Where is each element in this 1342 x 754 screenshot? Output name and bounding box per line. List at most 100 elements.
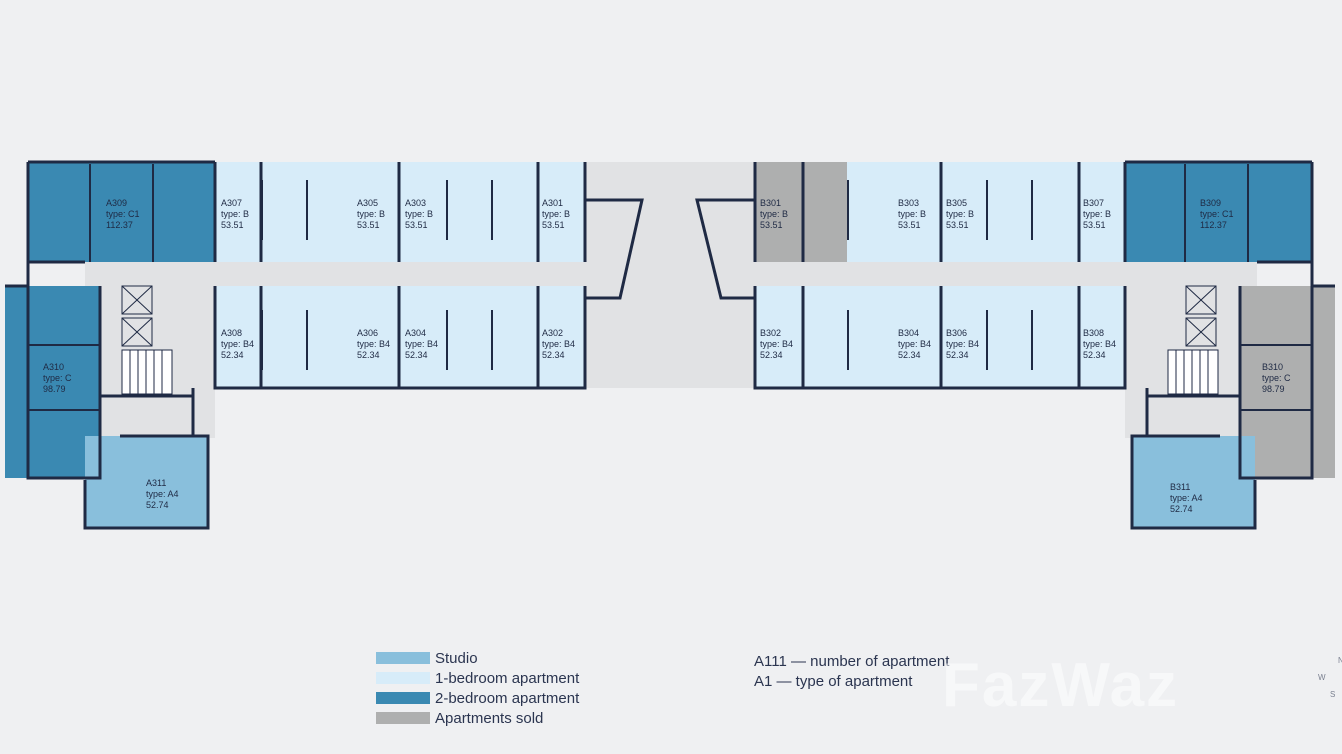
legend-label: 1-bedroom apartment	[435, 669, 580, 687]
apartment-area-label: 53.51	[221, 220, 244, 230]
apartment-id-label: B307	[1083, 198, 1104, 208]
apartment-b306[interactable]	[941, 286, 1079, 388]
apartment-b304[interactable]	[847, 286, 941, 388]
legend-label: Studio	[435, 649, 478, 667]
apartment-type-label: type: B4	[946, 339, 979, 349]
apartment-type-label: type: B	[1083, 209, 1111, 219]
legend-label: 2-bedroom apartment	[435, 689, 580, 707]
apartment-area-label: 52.74	[146, 500, 169, 510]
legend-item-2-bedroom: 2-bedroom apartment	[376, 688, 579, 708]
legend-swatch	[376, 712, 430, 724]
apartment-type-label: type: C1	[106, 209, 140, 219]
apartment-a304[interactable]	[399, 286, 445, 388]
legend-swatch	[376, 652, 430, 664]
apartment-id-label: B303	[898, 198, 919, 208]
apartment-a307[interactable]	[215, 162, 261, 262]
apartment-a305[interactable]	[261, 162, 399, 262]
apartment-id-label: B302	[760, 328, 781, 338]
apartment-type-label: type: B4	[760, 339, 793, 349]
apartment-id-label: B304	[898, 328, 919, 338]
apartment-id-label: A302	[542, 328, 563, 338]
apartment-type-label: type: B4	[898, 339, 931, 349]
apartment-id-label: B306	[946, 328, 967, 338]
apartment-area-label: 53.51	[760, 220, 783, 230]
apartment-b311[interactable]	[1132, 436, 1255, 528]
apartments-layer	[5, 162, 1335, 528]
apartment-area-label: 52.34	[898, 350, 921, 360]
apartment-a302[interactable]	[445, 286, 585, 388]
apartment-type-label: type: B	[405, 209, 433, 219]
structural-walls	[5, 160, 1335, 530]
apartment-type-label: type: B	[542, 209, 570, 219]
apartment-area-label: 52.74	[1170, 504, 1193, 514]
apartment-id-label: B301	[760, 198, 781, 208]
keynotes: A111 — number of apartment A1 — type of …	[754, 652, 949, 692]
legend-item-studio: Studio	[376, 648, 579, 668]
apartment-area-label: 53.51	[405, 220, 428, 230]
apartment-area-label: 52.34	[760, 350, 783, 360]
apartment-area-label: 52.34	[1083, 350, 1106, 360]
east-stairs	[1167, 285, 1219, 395]
apartment-b303[interactable]	[847, 162, 941, 262]
west-stairs	[121, 285, 173, 395]
apartment-area-label: 53.51	[357, 220, 380, 230]
watermark-logo: FazWaz	[942, 651, 1180, 720]
apartment-a301[interactable]	[445, 162, 585, 262]
apartment-type-label: type: A4	[146, 489, 179, 499]
apartment-type-label: type: B4	[221, 339, 254, 349]
apartment-area-label: 52.34	[357, 350, 380, 360]
apartment-id-label: A305	[357, 198, 378, 208]
apartment-id-label: A307	[221, 198, 242, 208]
apartment-type-label: type: C	[1262, 373, 1291, 383]
apartment-area-label: 52.34	[946, 350, 969, 360]
apartment-area-label: 53.51	[946, 220, 969, 230]
apartment-area-label: 98.79	[1262, 384, 1285, 394]
apartment-type-label: type: B	[898, 209, 926, 219]
central-bridge	[585, 162, 755, 388]
apartment-b308[interactable]	[1079, 286, 1125, 388]
apartment-id-label: B309	[1200, 198, 1221, 208]
legend-swatch	[376, 672, 430, 684]
apartment-type-label: type: B	[357, 209, 385, 219]
apartment-id-label: A304	[405, 328, 426, 338]
apartment-type-label: type: B4	[1083, 339, 1116, 349]
apartment-area-label: 52.34	[221, 350, 244, 360]
apartment-b310[interactable]	[1240, 286, 1335, 478]
apartment-type-label: type: B4	[542, 339, 575, 349]
apartment-area-label: 98.79	[43, 384, 66, 394]
apartment-b307[interactable]	[1079, 162, 1125, 262]
apartment-a306[interactable]	[261, 286, 399, 388]
apartment-area-label: 53.51	[1083, 220, 1106, 230]
keynote-number: A111 — number of apartment	[754, 653, 950, 670]
apartment-type-label: type: C1	[1200, 209, 1234, 219]
apartment-a303[interactable]	[399, 162, 445, 262]
apartment-id-label: A309	[106, 198, 127, 208]
apartment-a310[interactable]	[5, 286, 100, 478]
legend-swatch	[376, 692, 430, 704]
apartment-a311[interactable]	[85, 436, 208, 528]
apartment-type-label: type: B4	[405, 339, 438, 349]
apartment-area-label: 52.34	[542, 350, 565, 360]
apartment-id-label: A311	[146, 478, 166, 488]
apartment-b301[interactable]	[755, 162, 847, 262]
apartment-a309[interactable]	[28, 162, 215, 262]
apartment-id-label: B310	[1262, 362, 1283, 372]
apartment-b302[interactable]	[755, 286, 847, 388]
apartment-type-label: type: B	[760, 209, 788, 219]
keynote-type: A1 — type of apartment	[754, 673, 913, 690]
apartment-a308[interactable]	[215, 286, 261, 388]
apartment-type-label: type: B	[221, 209, 249, 219]
apartment-id-label: A306	[357, 328, 378, 338]
compass-icon: N W S	[1318, 656, 1342, 699]
apartment-area-label: 112.37	[106, 220, 133, 230]
apartment-id-label: A301	[542, 198, 563, 208]
apartment-b305[interactable]	[941, 162, 1079, 262]
apartment-area-label: 53.51	[898, 220, 921, 230]
legend-item-1-bedroom: 1-bedroom apartment	[376, 668, 579, 688]
apartment-b309[interactable]	[1125, 162, 1312, 262]
apartment-id-label: A303	[405, 198, 426, 208]
apartment-type-label: type: A4	[1170, 493, 1203, 503]
apartment-id-label: B311	[1170, 482, 1190, 492]
